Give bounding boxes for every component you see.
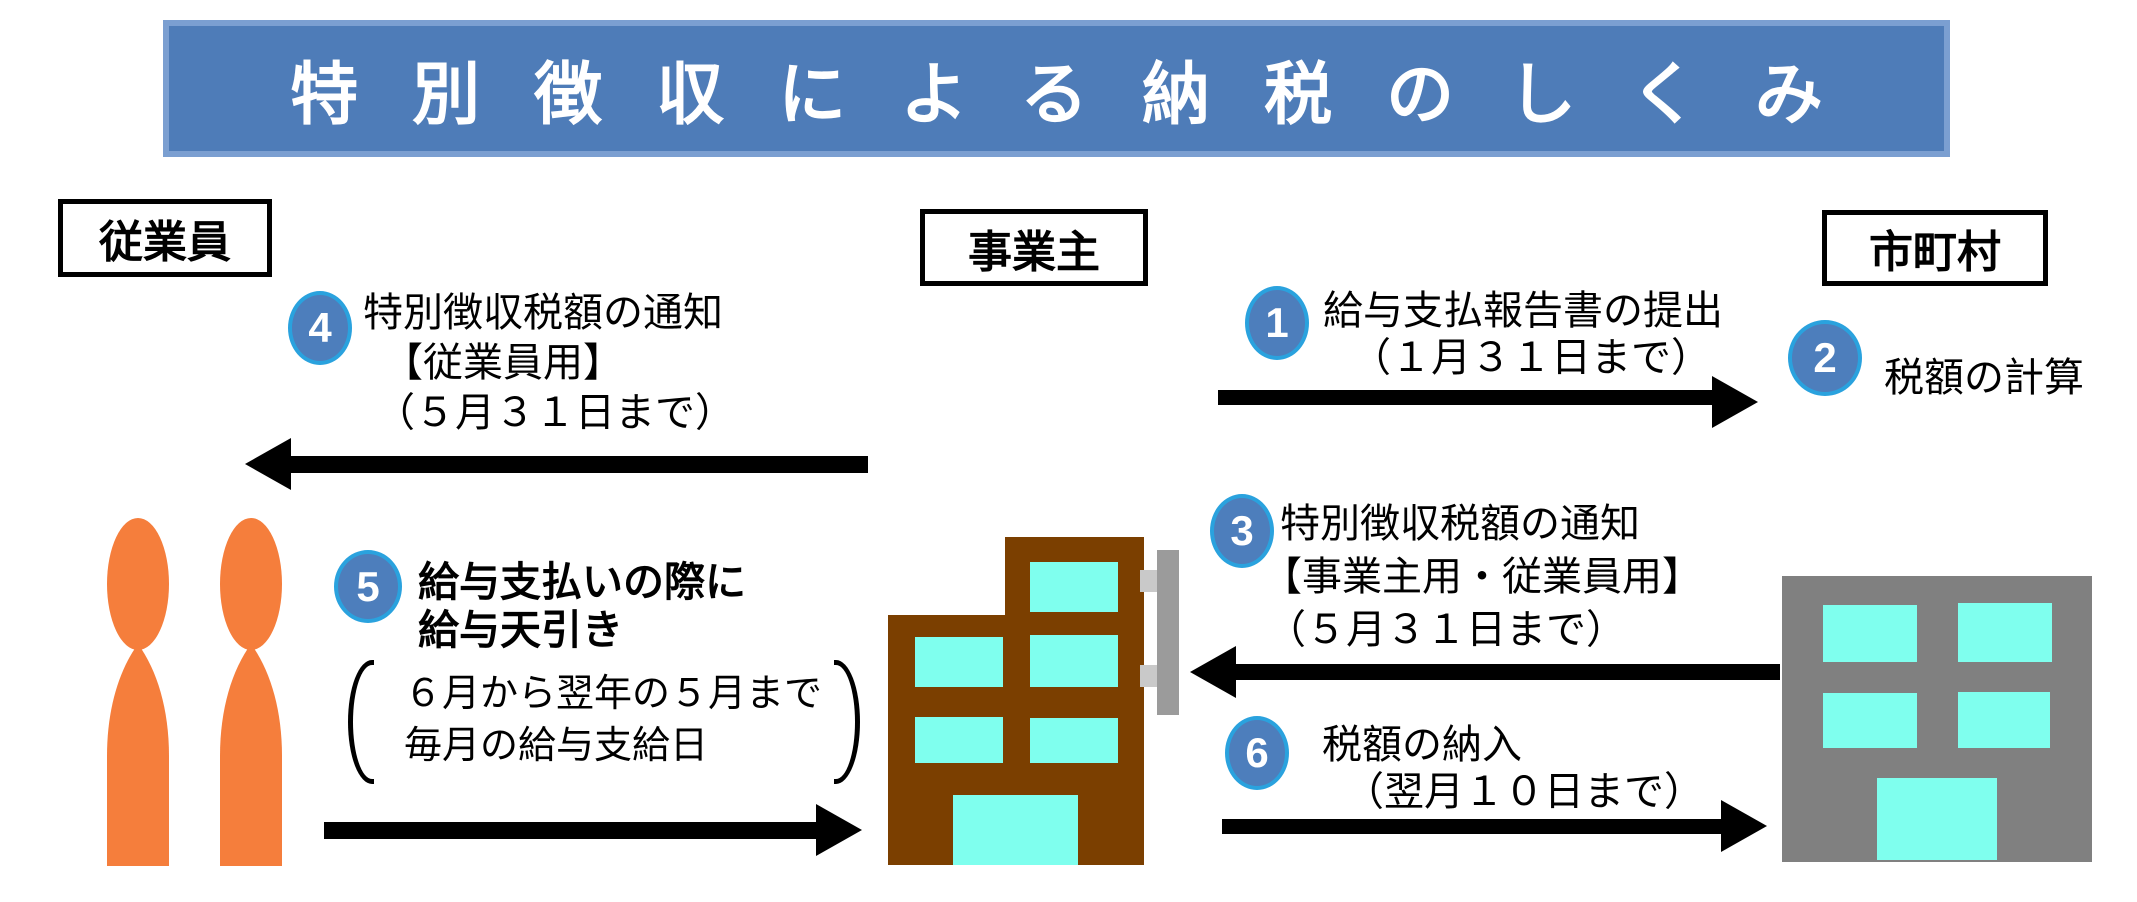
step-3-line1: 特別徴収税額の通知: [1280, 502, 1640, 546]
municipality-building-icon: [1782, 576, 2092, 862]
door: [1877, 778, 1997, 860]
step-3-line3: （５月３１日まで）: [1266, 608, 1626, 652]
step-5-number: 5: [356, 562, 380, 610]
step-4-number: 4: [308, 304, 332, 351]
step-3-text: 特別徴収税額の通知 【事業主用・従業員用】 （５月３１日まで）: [1262, 498, 1702, 657]
entity-box-employee: 従業員: [58, 199, 272, 277]
step-4-arrow-icon: [245, 438, 868, 490]
arrow-head-left-icon: [245, 438, 291, 490]
window: [1823, 605, 1917, 662]
step-1-badge: 1: [1245, 286, 1309, 360]
step-1-line2: （１月３１日まで）: [1351, 336, 1711, 380]
step-5-note-line1: ６月から翌年の５月まで: [404, 673, 823, 715]
step-5-text: 給与支払いの際に 給与天引き: [418, 558, 746, 654]
step-2-badge: 2: [1788, 320, 1862, 396]
right-bracket-icon: [834, 660, 860, 784]
window: [1030, 562, 1118, 612]
step-5-note-text: ６月から翌年の５月まで 毎月の給与支給日: [404, 668, 822, 772]
person-icon: [107, 518, 169, 866]
step-5-line2: 給与天引き: [418, 607, 623, 653]
step-6-text: 税額の納入 （翌月１０日まで）: [1322, 722, 1704, 816]
window: [915, 717, 1003, 763]
arrow-head-right-icon: [1712, 376, 1758, 428]
employer-building-icon: [888, 537, 1179, 865]
step-5-line1: 給与支払いの際に: [418, 559, 746, 605]
title-banner: 特別徴収による納税のしくみ: [163, 20, 1950, 157]
arrow-shaft: [289, 456, 868, 473]
arrow-head-right-icon: [1721, 800, 1767, 852]
arrow-head-left-icon: [1190, 646, 1236, 698]
step-6-number: 6: [1245, 729, 1269, 776]
step-3-line2: 【事業主用・従業員用】: [1262, 555, 1702, 599]
sign-mount: [1140, 665, 1157, 687]
step-1-number: 1: [1265, 299, 1289, 346]
step-6-arrow-icon: [1222, 800, 1767, 852]
window: [1030, 635, 1118, 687]
building-sign: [1157, 550, 1179, 715]
step-6-line2: （翌月１０日まで）: [1344, 770, 1704, 814]
arrow-shaft: [324, 822, 818, 839]
step-2-number: 2: [1813, 334, 1837, 381]
arrow-head-right-icon: [816, 804, 862, 856]
step-5-badge: 5: [334, 550, 402, 623]
step-3-number: 3: [1230, 507, 1254, 554]
step-4-text: 特別徴収税額の通知 【従業員用】 （５月３１日まで）: [363, 288, 735, 438]
arrow-shaft: [1222, 819, 1723, 834]
window: [1030, 718, 1118, 763]
window: [1958, 603, 2052, 662]
step-4-line2: 【従業員用】: [383, 341, 623, 385]
municipality-label: 市町村: [1869, 228, 2001, 277]
arrow-shaft: [1234, 664, 1780, 680]
step-5-arrow-icon: [324, 804, 862, 856]
step-6-badge: 6: [1225, 716, 1289, 790]
step-4-line1: 特別徴収税額の通知: [363, 291, 723, 335]
step-2-text: 税額の計算: [1884, 353, 2084, 403]
employee-label: 従業員: [99, 218, 231, 267]
employer-label: 事業主: [968, 227, 1100, 277]
entity-box-municipality: 市町村: [1822, 210, 2048, 286]
left-bracket-icon: [348, 660, 374, 784]
window: [1958, 692, 2050, 748]
step-6-line1: 税額の納入: [1322, 723, 1522, 767]
step-1-arrow-icon: [1218, 376, 1758, 428]
step-1-line1: 給与支払報告書の提出: [1323, 289, 1723, 333]
employees-group: [105, 516, 284, 866]
step-5-note-line2: 毎月の給与支給日: [404, 725, 709, 767]
step-1-text: 給与支払報告書の提出 （１月３１日まで）: [1323, 288, 1723, 382]
entity-box-employer: 事業主: [920, 209, 1148, 286]
person-icon: [220, 518, 282, 866]
window: [1823, 693, 1917, 748]
door: [953, 795, 1078, 865]
sign-mount: [1140, 570, 1157, 592]
step-5-note: ６月から翌年の５月まで 毎月の給与支給日: [348, 660, 860, 784]
step-3-arrow-icon: [1190, 646, 1780, 698]
page-title: 特別徴収による納税のしくみ: [290, 57, 1877, 133]
window: [915, 637, 1003, 687]
step-3-badge: 3: [1210, 494, 1274, 568]
arrow-shaft: [1218, 390, 1714, 405]
step-2-label: 税額の計算: [1884, 356, 2084, 400]
step-4-line3: （５月３１日まで）: [375, 391, 735, 435]
step-4-badge: 4: [288, 291, 352, 365]
